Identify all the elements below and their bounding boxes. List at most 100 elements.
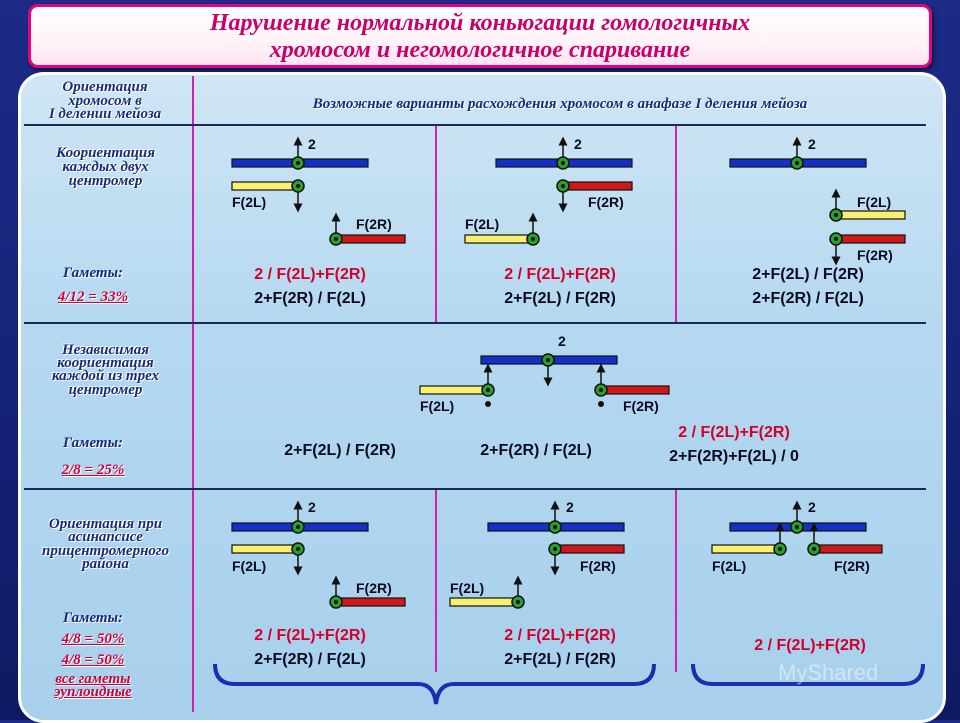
- chromosome-label-left: F(2L): [420, 398, 455, 414]
- row1-label-1: Коориентация: [55, 145, 155, 161]
- red-chromosome: [335, 597, 406, 607]
- brace-left: [213, 663, 656, 705]
- red-chromosome: [554, 544, 625, 554]
- chromosome-label-left: F(2L): [450, 580, 485, 596]
- row3-label-3: прицентромерного: [42, 543, 169, 559]
- centromere-core: [834, 237, 838, 241]
- centromere-core: [296, 184, 300, 188]
- title-line-1: Нарушение нормальной коньюгации гомологи…: [209, 10, 751, 36]
- chromosome-label-right: F(2R): [356, 216, 392, 232]
- yellow-chromosome: [231, 181, 299, 191]
- chromosome-label-two: 2: [808, 136, 816, 152]
- row3-label-1: Ориентация при: [48, 516, 163, 532]
- chromosome-label-right: F(2R): [834, 558, 870, 574]
- chromosome-label-left: F(2L): [232, 558, 267, 574]
- centromere-core: [553, 525, 557, 529]
- row3-v3-red: 2 / F(2L)+F(2R): [754, 637, 866, 654]
- row1-label-3: центромер: [68, 173, 143, 189]
- centromere-core: [334, 600, 338, 604]
- row1-label-2: каждых двух: [62, 159, 149, 175]
- centromere-core: [546, 358, 550, 362]
- row3-v2-black: 2+F(2L) / F(2R): [504, 651, 616, 668]
- centromere-core: [812, 547, 816, 551]
- title-line-2: хромосом и негомологичное спаривание: [269, 37, 691, 63]
- row2-gametes-pct: 2/8 = 25%: [61, 462, 125, 478]
- chromosome-label-two: 2: [308, 136, 316, 152]
- row2-gametes-label: Гаметы:: [63, 435, 123, 451]
- row1-v2-red: 2 / F(2L)+F(2R): [504, 266, 616, 283]
- red-chromosome: [813, 544, 883, 554]
- row1-v2-black: 2+F(2L) / F(2R): [504, 290, 616, 307]
- yellow-chromosome: [464, 234, 534, 244]
- chromosome-label-two: 2: [566, 499, 574, 515]
- centromere-core: [334, 237, 338, 241]
- row1-gametes-label: Гаметы:: [63, 265, 123, 281]
- centromere-core: [795, 525, 799, 529]
- row3-label-4: района: [82, 556, 129, 572]
- yellow-chromosome: [711, 544, 781, 554]
- main-panel: [18, 72, 946, 723]
- centromere-core: [599, 388, 603, 392]
- header-left-2: хромосом в: [68, 93, 142, 109]
- centromere-core: [296, 161, 300, 165]
- centromere-core: [516, 600, 520, 604]
- watermark: MyShared: [778, 660, 879, 685]
- centromere-core: [553, 547, 557, 551]
- chromosome-label-two: 2: [574, 136, 582, 152]
- yellow-chromosome: [449, 597, 519, 607]
- chromosome-label-right: F(2R): [580, 558, 616, 574]
- row2-label-4: центромер: [68, 382, 143, 398]
- yellow-chromosome: [835, 210, 906, 220]
- row3-v1-red: 2 / F(2L)+F(2R): [254, 627, 366, 644]
- row3-gametes-label: Гаметы:: [63, 610, 123, 626]
- red-chromosome: [600, 385, 670, 395]
- row3-gametes-pct-1: 4/8 = 50%: [61, 631, 125, 647]
- brace-right: [691, 663, 925, 686]
- row3-label-2: асинапсисе: [68, 529, 143, 545]
- row3-gametes-pct-2: 4/8 = 50%: [61, 652, 125, 668]
- centromere-core: [296, 547, 300, 551]
- chromosome-label-two: 2: [808, 499, 816, 515]
- centromere-core: [486, 388, 490, 392]
- red-chromosome: [835, 234, 906, 244]
- chromosome-label-left: F(2L): [232, 194, 267, 210]
- centromere-dot: [485, 401, 491, 407]
- chromosome-label-left: F(2L): [712, 558, 747, 574]
- centromere-core: [296, 525, 300, 529]
- red-chromosome: [562, 181, 633, 191]
- row1-v1-black: 2+F(2R) / F(2L): [254, 290, 366, 307]
- centromere-core: [531, 237, 535, 241]
- yellow-chromosome: [419, 385, 489, 395]
- row3-all-gametes-2: эуплоидные: [54, 684, 132, 700]
- chromosome-label-left: F(2L): [857, 194, 892, 210]
- row1-v3-black-2: 2+F(2R) / F(2L): [752, 290, 864, 307]
- row3-v2-red: 2 / F(2L)+F(2R): [504, 627, 616, 644]
- header-right: Возможные варианты расхождения хромосом …: [312, 96, 808, 112]
- title-box: Нарушение нормальной коньюгации гомологи…: [28, 4, 932, 68]
- row1-v3-black-1: 2+F(2L) / F(2R): [752, 266, 864, 283]
- chromosome-label-right: F(2R): [623, 398, 659, 414]
- centromere-core: [795, 161, 799, 165]
- centromere-core: [778, 547, 782, 551]
- header-left-1: Ориентация: [62, 79, 148, 95]
- chromosome-label-right: F(2R): [356, 580, 392, 596]
- chromosome-label-right: F(2R): [857, 247, 893, 263]
- row2-label-2: коориентация: [57, 355, 154, 371]
- centromere-core: [561, 184, 565, 188]
- row2-v2-black: 2+F(2R) / F(2L): [480, 442, 592, 459]
- row3-v1-black: 2+F(2R) / F(2L): [254, 651, 366, 668]
- chromosome-label-right: F(2R): [588, 194, 624, 210]
- centromere-core: [561, 161, 565, 165]
- row2-v1-black: 2+F(2L) / F(2R): [284, 442, 396, 459]
- row2-v3-black: 2+F(2R)+F(2L) / 0: [669, 448, 799, 465]
- row2-v3-red: 2 / F(2L)+F(2R): [678, 424, 790, 441]
- row1-gametes-pct: 4/12 = 33%: [57, 289, 129, 305]
- centromere-core: [834, 213, 838, 217]
- row3-all-gametes-1: все гаметы: [55, 671, 131, 687]
- yellow-chromosome: [231, 544, 299, 554]
- chromosome-label-left: F(2L): [465, 216, 500, 232]
- row2-label-3: каждой из трех: [51, 368, 160, 384]
- centromere-dot: [598, 401, 604, 407]
- chromosome-label-two: 2: [308, 499, 316, 515]
